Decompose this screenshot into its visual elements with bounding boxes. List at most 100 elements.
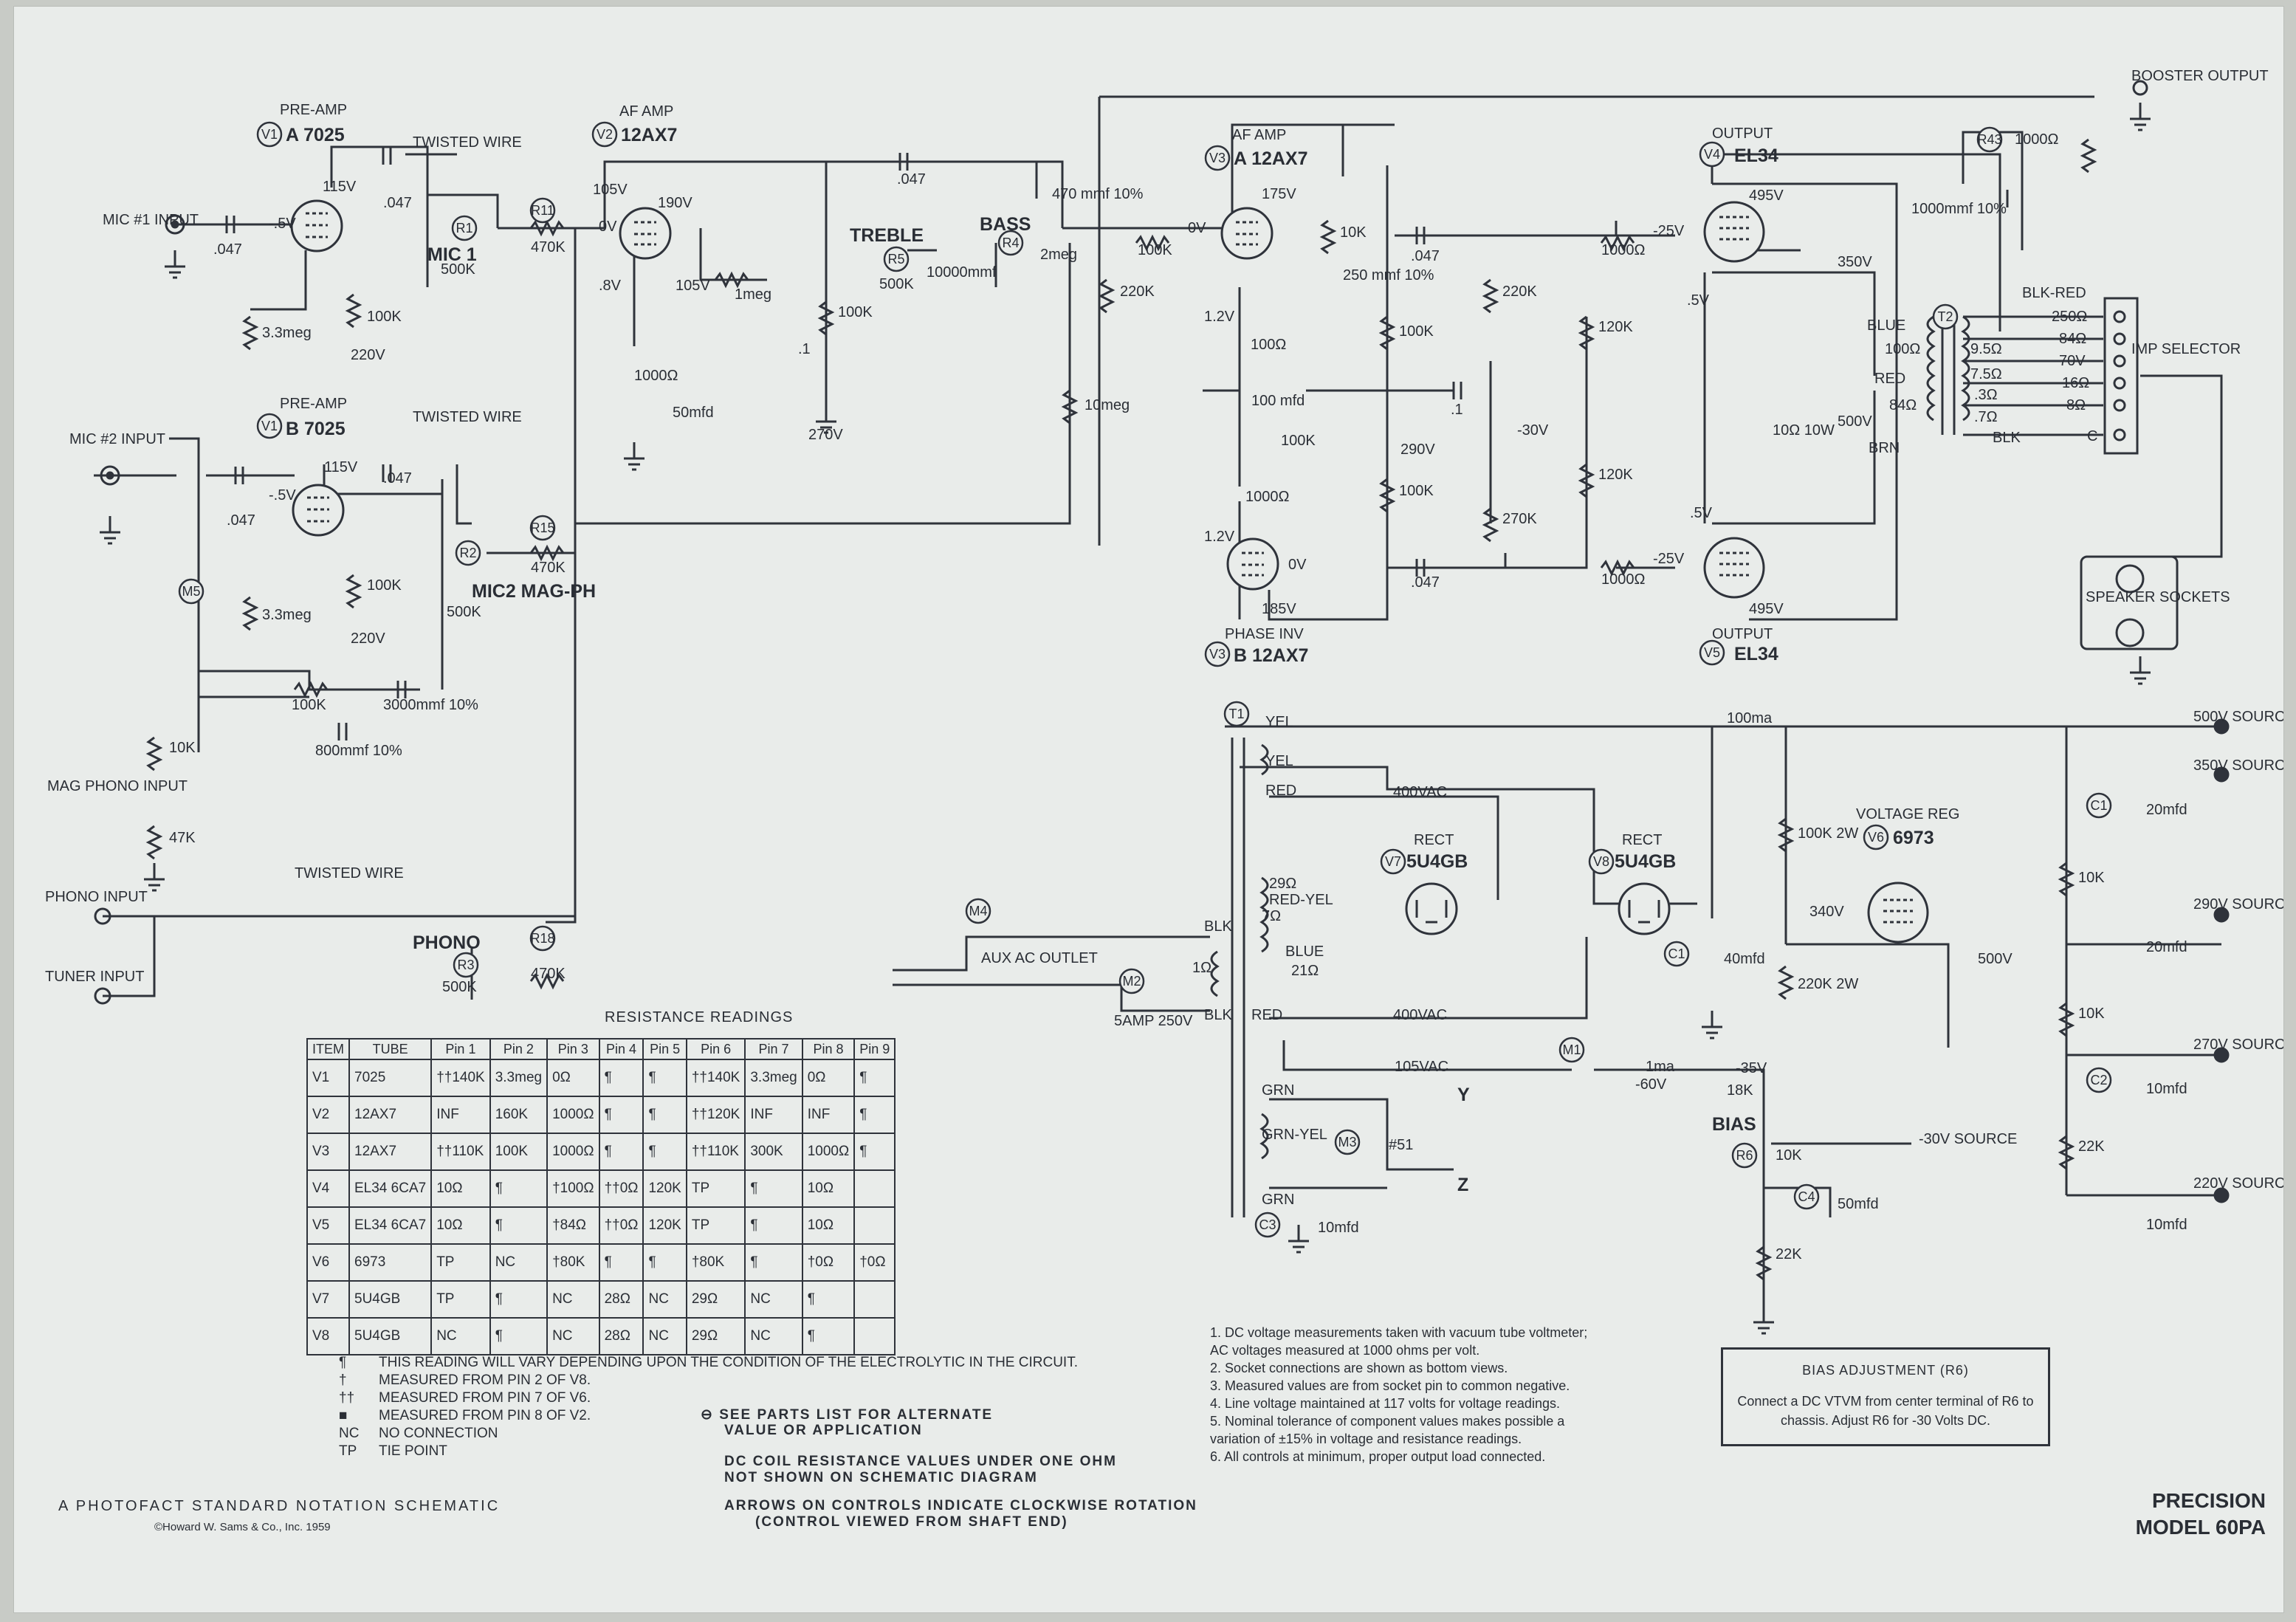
label-v4-type: EL34 xyxy=(1734,145,1778,166)
value-r18: 470K xyxy=(531,966,566,982)
label-mic2-control: MIC2 MAG-PH xyxy=(472,581,596,602)
tube-v1b xyxy=(292,484,345,537)
header-pin5: Pin 5 xyxy=(642,1038,687,1060)
table-cell: NC xyxy=(642,1317,687,1355)
label-imp-selector: IMP SELECTOR xyxy=(2131,341,2241,357)
label-ohm-29: 29Ω xyxy=(1269,876,1296,892)
ground-symbols xyxy=(100,103,2151,1335)
table-cell: V7 xyxy=(306,1280,350,1319)
value-r12: 3.3meg xyxy=(262,607,312,623)
label-mic1-control: MIC 1 xyxy=(427,244,477,265)
value-r37: 100K 2W xyxy=(1798,825,1858,842)
maker-name: PRECISION xyxy=(2151,1489,2266,1512)
label-twisted-wire-3: TWISTED WIRE xyxy=(295,865,404,882)
table-cell: V5 xyxy=(306,1206,350,1245)
table-cell: 29Ω xyxy=(685,1317,746,1355)
legend-symbol: ■ xyxy=(339,1408,348,1423)
value-r13: 100K xyxy=(367,577,402,594)
table-cell: TP xyxy=(430,1280,491,1319)
legend-text: MEASURED FROM PIN 7 OF V6. xyxy=(379,1390,591,1406)
value-r16: 1meg xyxy=(735,286,771,303)
resistance-table-title: RESISTANCE READINGS xyxy=(605,1009,794,1025)
svg-text:C1: C1 xyxy=(1668,946,1685,961)
volt-g5-v1b: -.5V xyxy=(269,487,296,504)
source-220v: 220V SOURCE xyxy=(2193,1175,2283,1192)
value-c6: .047 xyxy=(213,241,242,258)
table-cell: †80K xyxy=(685,1243,746,1282)
value-c7: .047 xyxy=(383,195,412,211)
table-cell: 10Ω xyxy=(430,1169,491,1208)
part-tags: V1 V1 V2 V3 V3 V4 V5 V6 V7 V8 T1 T2 M1 M… xyxy=(178,121,2112,1238)
value-r38: 22K xyxy=(2078,1138,2105,1155)
table-cell: 3.3meg xyxy=(489,1059,549,1097)
table-cell: NC xyxy=(642,1280,687,1319)
volt-v5-grid: -25V xyxy=(1653,551,1685,567)
svg-text:R11: R11 xyxy=(531,203,554,218)
table-cell: 0Ω xyxy=(801,1059,856,1097)
value-r4: 2meg xyxy=(1040,247,1077,263)
table-cell: TP xyxy=(430,1243,491,1282)
value-r7: 47K xyxy=(169,830,196,846)
volt-g0: 0V xyxy=(599,219,617,235)
svg-text:V3: V3 xyxy=(1209,151,1226,165)
table-cell: ¶ xyxy=(598,1096,645,1134)
tube-v4 xyxy=(1703,201,1765,263)
volt-v4-plate: 495V xyxy=(1749,188,1784,204)
value-r26: 100K xyxy=(1281,433,1316,449)
volt-v1a-plate: 115V xyxy=(323,179,357,195)
table-cell: TP xyxy=(685,1206,746,1245)
table-cell: INF xyxy=(801,1096,856,1134)
label-v5-type: EL34 xyxy=(1734,644,1778,664)
value-c4: 50mfd xyxy=(1838,1196,1879,1212)
svg-text:V1: V1 xyxy=(261,419,278,433)
table-cell: ¶ xyxy=(598,1243,645,1282)
table-cell: NC xyxy=(489,1243,549,1282)
label-v6-type: 6973 xyxy=(1893,828,1934,848)
volt-v4-cathode: .5V xyxy=(1687,292,1710,309)
table-cell: ¶ xyxy=(853,1096,896,1134)
tag-m1: M1 xyxy=(1558,1037,1585,1063)
label-y: Y xyxy=(1457,1085,1470,1105)
table-cell: TP xyxy=(685,1169,746,1208)
svg-text:V3: V3 xyxy=(1209,647,1226,661)
source-500v: 500V SOURCE xyxy=(2193,709,2283,725)
note-arrows-1: ARROWS ON CONTROLS INDICATE CLOCKWISE RO… xyxy=(724,1498,1197,1513)
model-title-block: PRECISION MODEL 60PA xyxy=(2103,1488,2266,1541)
table-cell: 10Ω xyxy=(801,1206,856,1245)
tube-v3b xyxy=(1226,537,1279,591)
label-ohm-84: 84Ω xyxy=(1889,397,1917,413)
tag-r43: R43 xyxy=(1976,126,2003,153)
value-r22: 220K xyxy=(1120,283,1155,300)
schematic-text: PRE-AMP A 7025 PRE-AMP B 7025 AF AMP 12A… xyxy=(45,68,2283,1262)
value-r23: 10K xyxy=(1340,224,1367,241)
svg-text:R5: R5 xyxy=(887,252,904,267)
value-r17: 100K xyxy=(838,304,873,320)
header-pin2: Pin 2 xyxy=(489,1038,549,1060)
label-tap-250: 250Ω xyxy=(2052,309,2087,325)
tag-r6: R6 xyxy=(1731,1142,1758,1169)
table-cell: V6 xyxy=(306,1243,350,1282)
label-speaker-sockets: SPEAKER SOCKETS xyxy=(2086,589,2230,605)
table-cell: NC xyxy=(546,1280,600,1319)
label-ohm-1: 1Ω xyxy=(1192,960,1211,976)
value-r34: 120K xyxy=(1598,467,1633,483)
label-phono-control: PHONO xyxy=(413,932,481,953)
table-cell: ††0Ω xyxy=(598,1169,645,1208)
note-dc-coil-2: NOT SHOWN ON SCHEMATIC DIAGRAM xyxy=(724,1470,1038,1485)
label-phono-input: PHONO INPUT xyxy=(45,889,148,905)
label-v4-output: OUTPUT xyxy=(1712,126,1773,142)
label-v1b-type: B 7025 xyxy=(286,419,346,439)
table-cell xyxy=(853,1317,896,1355)
table-cell: †100Ω xyxy=(546,1169,600,1208)
value-r20: 1000Ω xyxy=(634,368,678,384)
table-cell: ¶ xyxy=(744,1169,803,1208)
source-290v: 290V SOURCE xyxy=(2193,896,2283,913)
bias-box-text: Connect a DC VTVM from center terminal o… xyxy=(1737,1394,2034,1428)
value-c15: 470 mmf 10% xyxy=(1052,186,1144,202)
terminals xyxy=(94,80,2230,1203)
value-c1c: 20mfd xyxy=(2146,939,2187,955)
label-v3a-type: A 12AX7 xyxy=(1234,148,1308,169)
svg-text:V8: V8 xyxy=(1593,854,1609,869)
header-pin3: Pin 3 xyxy=(546,1038,600,1060)
